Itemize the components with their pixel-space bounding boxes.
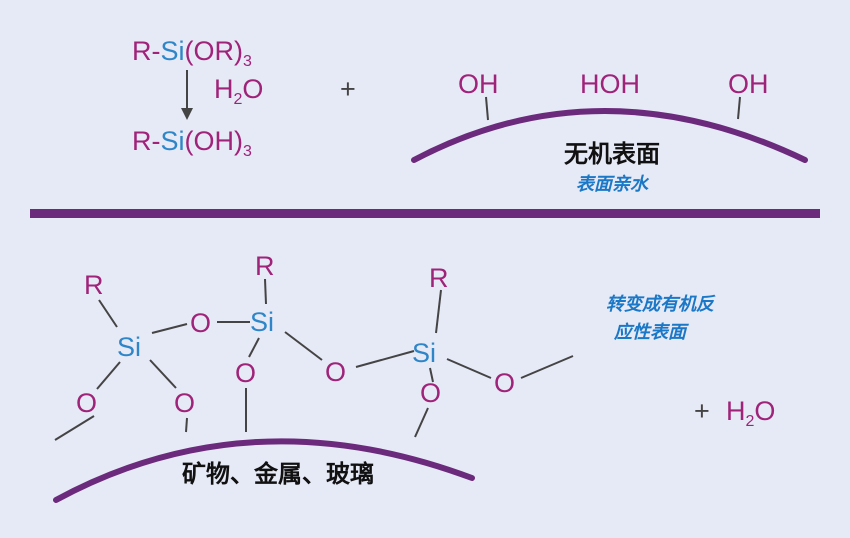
water-reagent: H2O [214,74,263,108]
bond-lines [54,278,574,441]
inorganic-surface-title: 无机表面 [564,141,660,168]
reaction-arrow-head [181,108,193,120]
hydroxyl-left: OH [458,69,499,99]
siloxane-network: R R R Si Si Si O O O O O O O [54,251,574,441]
product-formula: R-Si(OH)3 [132,126,252,160]
surface-arc-bottom [53,438,475,503]
plus-sign-top: + [340,74,356,104]
r-group-left: R [84,270,104,300]
r-group-middle: R [255,251,275,281]
oh-bond-left [485,96,489,121]
oxygen-right-pendant: O [494,368,515,398]
r-group-right: R [429,263,449,293]
oxygen-bridge-left: O [190,308,211,338]
reactant-formula: R-Si(OR)3 [132,36,252,70]
oh-bond-right [737,96,741,120]
hydrophilic-label: 表面亲水 [576,174,650,194]
substrate-label: 矿物、金属、玻璃 [182,460,374,488]
section-divider [30,209,820,218]
hydrolysis-reaction: R-Si(OR)3 H2O R-Si(OH)3 + [132,36,356,160]
oxygen-left-pendant: O [76,388,97,418]
inorganic-surface-bottom: 矿物、金属、玻璃 [53,438,475,503]
water-byproduct: + H2O [694,396,775,430]
hydroxyl-right: OH [728,69,769,99]
water-byproduct-formula: H2O [726,396,775,430]
water-hoh: HOH [580,69,640,99]
oxygen-bridge-right: O [325,357,346,387]
silicon-atom-middle: Si [250,307,274,337]
silicon-atom-left: Si [117,332,141,362]
plus-sign-bottom: + [694,396,710,426]
oxygen-middle-surface: O [235,358,256,388]
oxygen-left-surface: O [174,388,195,418]
note-line-2: 应性表面 [613,322,689,342]
reactive-surface-note: 转变成有机反 应性表面 [606,294,716,342]
inorganic-surface-top: OH HOH OH 无机表面 表面亲水 [411,69,808,194]
note-line-1: 转变成有机反 [606,294,716,314]
surface-arc-top [411,108,808,163]
oxygen-right-surface: O [420,378,441,408]
silicon-atom-right: Si [412,338,436,368]
